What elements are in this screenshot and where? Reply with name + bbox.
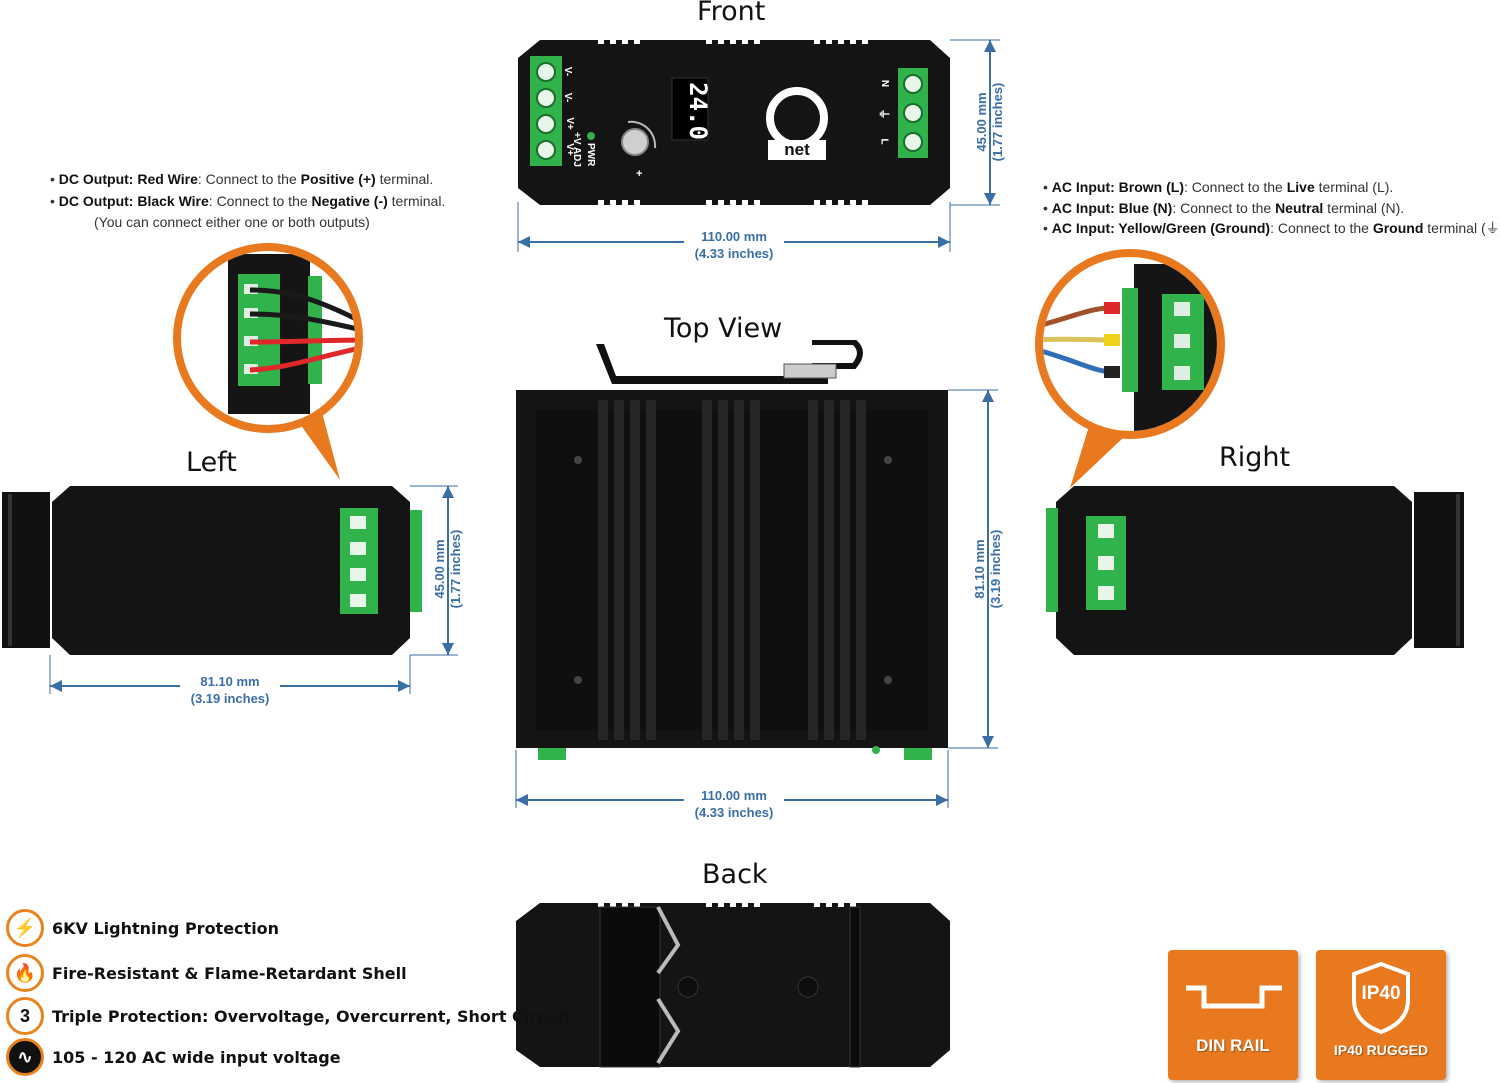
front-view-drawing — [517, 38, 1000, 252]
dc-terminal-label-3: V+ — [563, 117, 575, 130]
right-view-title: Right — [1219, 442, 1291, 473]
left-view-title: Left — [186, 447, 237, 478]
feature-triple-protection-text: Triple Protection: Overvoltage, Overcurr… — [52, 1006, 572, 1026]
brand-logo-text: net — [784, 140, 810, 159]
front-width-dimension: 110.00 mm (4.33 inches) — [684, 228, 784, 262]
top-width-mm: 110.00 mm — [701, 788, 767, 803]
dc-note-black-wire-text: : Connect to the — [208, 193, 312, 209]
feature-fire-resistant: 🔥 Fire-Resistant & Flame-Retardant Shell — [6, 954, 407, 992]
dc-note-red-wire-text: : Connect to the — [197, 171, 301, 187]
din-rail-badge: DIN RAIL — [1168, 950, 1298, 1080]
ac-note-blue-text: : Connect to the — [1172, 200, 1276, 216]
ac-note-blue: • AC Input: Blue (N): Connect to the Neu… — [1043, 200, 1405, 216]
front-height-inches: (1.77 inches) — [990, 82, 1005, 162]
left-width-inches: (3.19 inches) — [190, 691, 270, 706]
dc-note-positive: Positive (+) — [300, 171, 376, 187]
dc-note-red-wire-end: terminal. — [375, 171, 434, 187]
top-view-drawing — [515, 340, 998, 808]
left-width-dimension: 81.10 mm (3.19 inches) — [180, 673, 280, 707]
dc-note-red-wire-label: DC Output: Red Wire — [58, 171, 198, 187]
dc-wiring-callout — [173, 243, 363, 480]
ac-note-brown: • AC Input: Brown (L): Connect to the Li… — [1043, 179, 1394, 195]
ac-note-ground-end: terminal (⏚). — [1423, 220, 1500, 236]
front-width-inches: (4.33 inches) — [694, 246, 774, 261]
triple-shield-icon: 3 — [6, 997, 44, 1035]
ac-note-brown-text: : Connect to the — [1183, 179, 1287, 195]
ac-note-ground-word: Ground — [1372, 220, 1424, 236]
ac-note-blue-end: terminal (N). — [1323, 200, 1405, 216]
dc-terminal-label-1: V- — [562, 66, 574, 77]
feature-input-voltage: ∿ 105 - 120 AC wide input voltage — [6, 1038, 341, 1076]
ac-wave-icon: ∿ — [6, 1038, 44, 1076]
ac-terminal-label-ground: ⏚ — [877, 108, 890, 120]
din-rail-icon — [1186, 985, 1282, 1009]
back-view-drawing — [516, 901, 950, 1068]
front-view-title: Front — [697, 0, 766, 27]
ip40-mark: IP40 — [1361, 983, 1401, 1004]
feature-input-voltage-text: 105 - 120 AC wide input voltage — [52, 1047, 341, 1067]
top-depth-dimension: 81.10 mm (3.19 inches) — [972, 519, 1004, 619]
pwr-label: PWR — [585, 143, 596, 167]
ip40-label: IP40 RUGGED — [1333, 1042, 1429, 1058]
top-view-title: Top View — [664, 313, 783, 344]
ip40-badge: IP40 IP40 RUGGED — [1316, 950, 1446, 1080]
feature-fire-resistant-text: Fire-Resistant & Flame-Retardant Shell — [52, 963, 407, 983]
flame-icon: 🔥 — [6, 954, 44, 992]
ac-note-live: Live — [1286, 179, 1315, 195]
front-height-dimension: 45.00 mm (1.77 inches) — [974, 72, 1006, 172]
top-width-inches: (4.33 inches) — [694, 805, 774, 820]
ac-wiring-callout — [1035, 249, 1225, 488]
lightning-shield-icon: ⚡ — [6, 909, 44, 947]
din-rail-label: DIN RAIL — [1196, 1036, 1270, 1055]
front-height-mm: 45.00 mm — [974, 92, 989, 152]
voltage-display: 24.0 — [684, 82, 712, 140]
ac-note-ground-text: : Connect to the — [1270, 220, 1373, 236]
top-width-dimension: 110.00 mm (4.33 inches) — [684, 787, 784, 821]
ac-terminal-label-l: L — [878, 138, 890, 145]
top-depth-inches: (3.19 inches) — [988, 529, 1003, 609]
top-depth-mm: 81.10 mm — [972, 539, 987, 599]
ac-note-brown-end: terminal (L). — [1314, 179, 1394, 195]
ac-terminal-label-n: N — [879, 79, 891, 88]
ac-note-ground: • AC Input: Yellow/Green (Ground): Conne… — [1043, 218, 1500, 239]
feature-lightning-text: 6KV Lightning Protection — [52, 918, 280, 938]
ac-note-brown-label: AC Input: Brown (L) — [1051, 179, 1184, 195]
back-view-title: Back — [702, 859, 768, 890]
right-view-drawing — [1046, 486, 1464, 655]
dc-note-red-wire: • DC Output: Red Wire: Connect to the Po… — [50, 171, 434, 187]
dc-note-black-wire-label: DC Output: Black Wire — [58, 193, 209, 209]
left-height-mm: 45.00 mm — [432, 539, 447, 599]
left-height-dimension: 45.00 mm (1.77 inches) — [432, 519, 464, 619]
feature-triple-protection: 3 Triple Protection: Overvoltage, Overcu… — [6, 997, 571, 1035]
dc-note-black-wire: • DC Output: Black Wire: Connect to the … — [50, 193, 446, 209]
ac-note-ground-label: AC Input: Yellow/Green (Ground) — [1051, 220, 1271, 236]
dc-terminal-label-2: V- — [562, 92, 574, 103]
adj-label: +V ADJ — [571, 132, 582, 167]
dc-note-negative: Negative (-) — [311, 193, 388, 209]
ac-note-neutral: Neutral — [1275, 200, 1324, 216]
ip40-shield-icon — [1352, 961, 1410, 1035]
dc-note-black-wire-end: terminal. — [387, 193, 446, 209]
dc-note-either-output: (You can connect either one or both outp… — [94, 214, 370, 230]
ac-note-blue-label: AC Input: Blue (N) — [1051, 200, 1173, 216]
left-height-inches: (1.77 inches) — [448, 529, 463, 609]
feature-lightning: ⚡ 6KV Lightning Protection — [6, 909, 279, 947]
left-width-mm: 81.10 mm — [200, 674, 260, 689]
adj-plus-sign: + — [636, 168, 643, 180]
front-width-mm: 110.00 mm — [701, 229, 767, 244]
